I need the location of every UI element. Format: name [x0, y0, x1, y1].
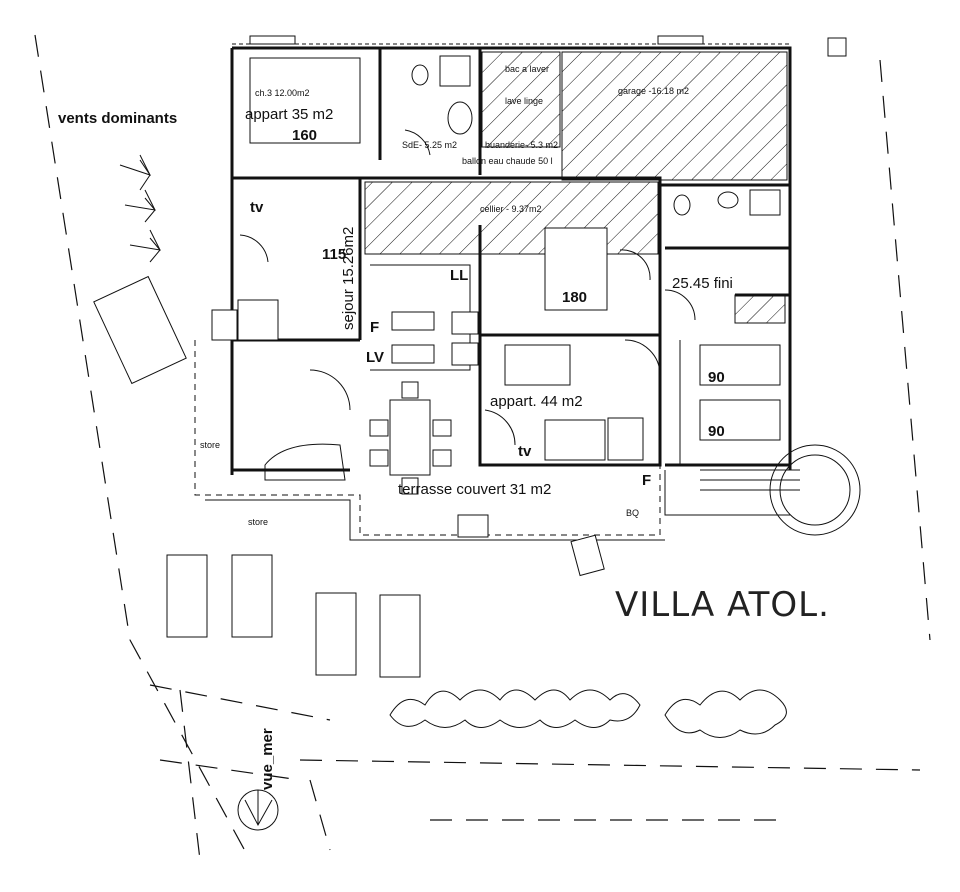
f-kitchen-label: F [370, 319, 379, 336]
bed-160-label: 160 [292, 127, 317, 144]
lv-label: LV [366, 349, 384, 366]
room-garage-label: garage -16.18 m2 [618, 86, 689, 96]
terrace-outline [194, 340, 790, 541]
roof-vent-left [249, 35, 296, 45]
dining-table [369, 381, 452, 495]
room-buanderie-label: buanderie- 5.3 m2 [485, 140, 558, 150]
sun-loungers [166, 554, 421, 678]
sea-view-label: vue_mer [259, 728, 276, 790]
lave-linge-label: lave linge [505, 96, 543, 106]
room-appart44-label: appart. 44 m2 [490, 393, 583, 410]
store-label-2: store [248, 517, 268, 527]
laundry-area [481, 51, 561, 148]
bed-180-label: 180 [562, 289, 587, 306]
car-shape [93, 275, 187, 385]
vegetation [389, 689, 787, 738]
ll-label: LL [450, 267, 468, 284]
room-appart35-label: appart 35 m2 [245, 106, 333, 123]
store-label-1: store [200, 440, 220, 450]
bed-115-label: 115 [322, 246, 346, 263]
roof-vent-right [657, 35, 704, 45]
door-swings [239, 129, 696, 446]
terrace-bin [570, 534, 605, 577]
wind-arrows [119, 154, 161, 263]
room-sde-label: SdE- 5.25 m2 [402, 140, 457, 150]
bed-160-shape [249, 57, 361, 144]
corner-marker [827, 37, 847, 57]
bac-label: bac a laver [505, 64, 549, 74]
room-sejour-label: sejour 15.26m2 [340, 227, 357, 330]
room-2545-label: 25.45 fini [672, 275, 733, 292]
exterior-planter [211, 309, 238, 341]
wind-label: vents dominants [58, 110, 177, 127]
site-boundary [34, 34, 931, 861]
circular-stair [700, 444, 861, 536]
bq-label: BQ [626, 508, 639, 518]
garage-area [561, 51, 788, 181]
f-right-label: F [642, 472, 651, 489]
bed-90a-label: 90 [708, 369, 725, 386]
sea-view-arrow [237, 789, 279, 831]
room-cellier-label: cellier - 9.37m2 [480, 204, 542, 214]
cellier-area [364, 181, 659, 255]
storage-small [734, 294, 786, 324]
room-ch3-label: ch.3 12.00m2 [255, 88, 310, 98]
ballon-label: ballon eau chaude 50 l [462, 156, 553, 166]
tv-center-label: tv [518, 443, 532, 460]
kitchen-counters [391, 311, 479, 366]
villa-title: VILLA ATOL. [615, 585, 830, 625]
bathroom-fixtures [411, 55, 781, 216]
interior-walls [232, 48, 790, 467]
terrasse-label: terrasse couvert 31 m2 [398, 481, 551, 498]
living-furniture [264, 344, 644, 481]
terrace-table-small [457, 514, 489, 538]
bed-90b-label: 90 [708, 423, 725, 440]
bed-115-shape [237, 299, 279, 341]
tv-left-label: tv [250, 199, 264, 216]
bed-180-shape [544, 227, 608, 311]
